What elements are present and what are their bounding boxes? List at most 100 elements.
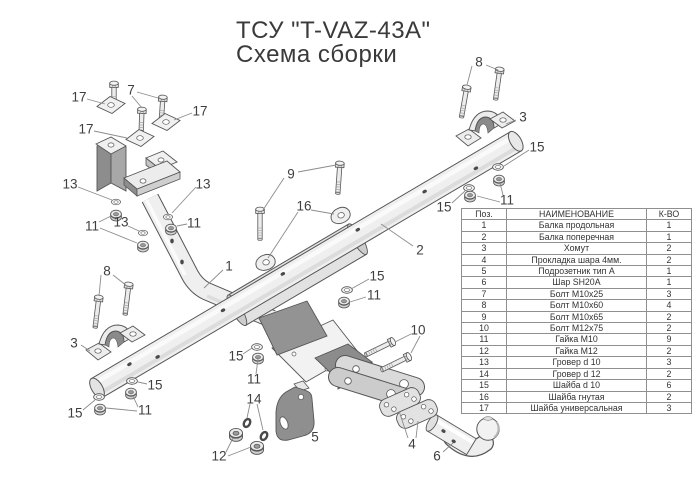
leader-line [99,227,138,244]
part-spring-washer-14 [241,416,253,430]
table-cell-qty: 6 [646,379,692,392]
table-cell-name: Подрозетник тип А [506,265,647,278]
table-cell-name: Балка продольная [506,219,647,232]
leader-line [227,446,252,457]
part-body-bracket [95,136,181,197]
callout-label: 4 [408,437,416,452]
callout-label: 17 [71,90,86,105]
table-cell-name: Шайба универсальная [506,401,647,415]
leader-line [98,274,102,297]
leader-line [255,358,259,375]
callout-label: 1 [225,259,233,274]
callout-label: 14 [246,392,262,407]
callout-label: 17 [78,122,93,137]
table-cell-qty: 2 [646,310,692,324]
leader-line [86,98,106,105]
leader-line [442,442,454,453]
part-nut-11 [165,223,177,236]
callout-label: 15 [529,140,544,155]
part-nut-11 [493,174,505,187]
callout-label: 13 [113,215,128,230]
table-cell-qty: 9 [646,333,692,346]
callout-label: 11 [247,372,261,387]
part-bolt-9 [255,206,265,241]
leader-line [105,407,138,412]
table-cell-qty: 1 [646,230,692,244]
table-cell-name: Гровер d 12 [506,367,647,381]
part-nut-11 [94,403,106,416]
table-cell-name: Балка поперечная [506,230,647,244]
leader-line [415,420,419,439]
drawing-title: ТСУ "T-VAZ-43A" Схема сборки [236,19,431,67]
part-bolt-8 [490,66,505,102]
table-cell-name: Гайка М12 [506,344,647,358]
leader-line [127,225,140,232]
table-cell-pos: 9 [461,310,507,324]
callout-label: 3 [519,110,527,125]
leader-line [225,437,234,453]
part-washer-15 [251,343,263,351]
part-square-washer-17 [96,96,126,114]
col-header-pos: Поз. [461,207,507,221]
part-bolt-9 [333,160,345,196]
leader-line [466,65,473,86]
leader-line [499,182,504,196]
leader-line [485,64,499,71]
part-bent-washer-16 [328,205,353,226]
table-cell-pos: 6 [461,276,507,289]
callout-label: 11 [85,219,99,234]
part-spring-washer-13 [111,198,121,206]
leader-line [398,410,409,439]
part-center-bracket [258,300,425,407]
callout-label: 15 [228,349,243,364]
leader-line [80,344,91,352]
callout-label: 11 [500,193,514,208]
leader-line [112,274,128,287]
table-cell-pos: 13 [461,356,507,369]
leader-line [173,112,193,121]
leader-line [503,149,530,167]
title-line-1: ТСУ "T-VAZ-43A" [236,17,431,44]
part-cross-beam [89,130,524,399]
callout-label: 3 [70,336,78,351]
leader-line [310,209,335,215]
table-cell-pos: 16 [461,390,507,403]
callout-label: 12 [211,449,226,464]
callout-label: 13 [195,177,210,192]
table-cell-pos: 14 [461,367,507,381]
table-cell-name: Прокладка шара 4мм. [506,253,647,267]
part-bolt-7 [136,106,147,134]
table-cell-qty: 2 [646,322,692,335]
leader-line [349,296,367,303]
part-bolt-8 [120,281,134,317]
table-cell-qty: 1 [646,219,692,232]
callout-label: 11 [187,216,201,231]
part-washer-15 [126,377,138,385]
part-bolt-10 [362,336,398,360]
part-spring-washer-14 [258,429,270,443]
leader-line [267,211,299,259]
leader-line [350,278,370,290]
table-cell-pos: 4 [461,253,507,267]
table-cell-name: Гровер d 10 [506,356,647,369]
table-cell-name: Болт М12х75 [506,322,647,335]
part-square-washer-17 [151,113,181,131]
table-cell-pos: 11 [461,333,507,346]
part-washer-15 [492,163,504,171]
table-cell-name: Болт М10х60 [506,299,647,312]
leader-line [77,186,113,201]
table-cell-name: Гайка М10 [506,333,647,346]
table-cell-qty: 3 [646,287,692,301]
leader-line [176,223,188,227]
callout-label: 15 [369,269,384,284]
leader-line [203,269,224,289]
